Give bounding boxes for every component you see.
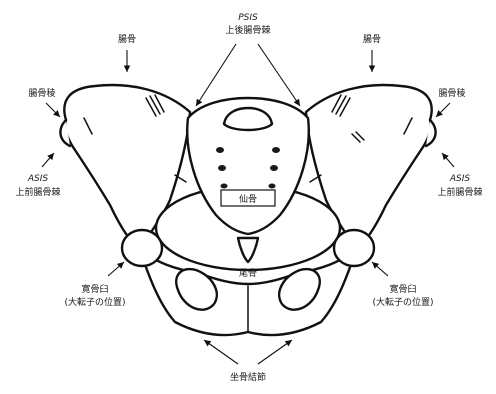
asis-label-jp-right: 上前腸骨棘 bbox=[437, 186, 482, 198]
asis-label-jp-left: 上前腸骨棘 bbox=[15, 186, 60, 198]
iliac-crest-label-left: 腸骨稜 bbox=[28, 88, 55, 99]
asis-label-en-right: ASIS bbox=[449, 174, 471, 184]
right-acetabulum bbox=[334, 230, 374, 266]
acetabulum-label-right-2: (大転子の位置) bbox=[372, 296, 433, 308]
asis-label-en-left: ASIS bbox=[27, 174, 49, 184]
ischial-tuberosity-label: 坐骨結節 bbox=[230, 371, 266, 383]
psis-label-en: PSIS bbox=[238, 13, 258, 23]
ilium-label-right: 腸骨 bbox=[363, 34, 381, 45]
left-acetabulum bbox=[122, 230, 162, 266]
ilium-label-left: 腸骨 bbox=[118, 34, 136, 45]
acetabulum-label-left-1: 寛骨臼 bbox=[81, 283, 108, 295]
iliac-crest-label-right: 腸骨稜 bbox=[438, 88, 465, 99]
acetabulum-label-right-1: 寛骨臼 bbox=[389, 283, 416, 295]
sacral-promontory bbox=[224, 108, 272, 130]
psis-label-jp: 上後腸骨棘 bbox=[225, 24, 270, 36]
coccyx-label: 尾骨 bbox=[239, 268, 257, 279]
sacrum-label: 仙骨 bbox=[239, 193, 257, 205]
acetabulum-label-left-2: (大転子の位置) bbox=[64, 296, 125, 308]
